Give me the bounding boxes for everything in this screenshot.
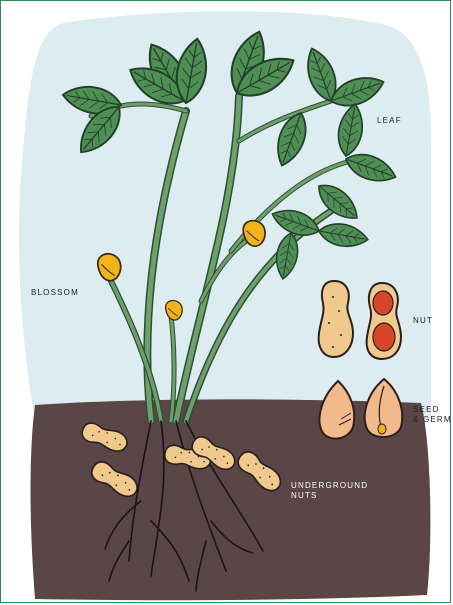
label-underground-line1: UNDERGROUND (291, 481, 368, 491)
label-nut: NUT (413, 316, 433, 326)
label-underground-line2: NUTS (291, 491, 368, 501)
label-blossom: BLOSSOM (31, 288, 79, 298)
label-leaf: LEAF (377, 116, 402, 126)
label-underground-nuts: UNDERGROUND NUTS (291, 481, 368, 501)
label-seed-line1: SEED (413, 405, 451, 415)
label-seed-germ: SEED & GERM (413, 405, 451, 425)
label-seed-line2: & GERM (413, 415, 451, 425)
